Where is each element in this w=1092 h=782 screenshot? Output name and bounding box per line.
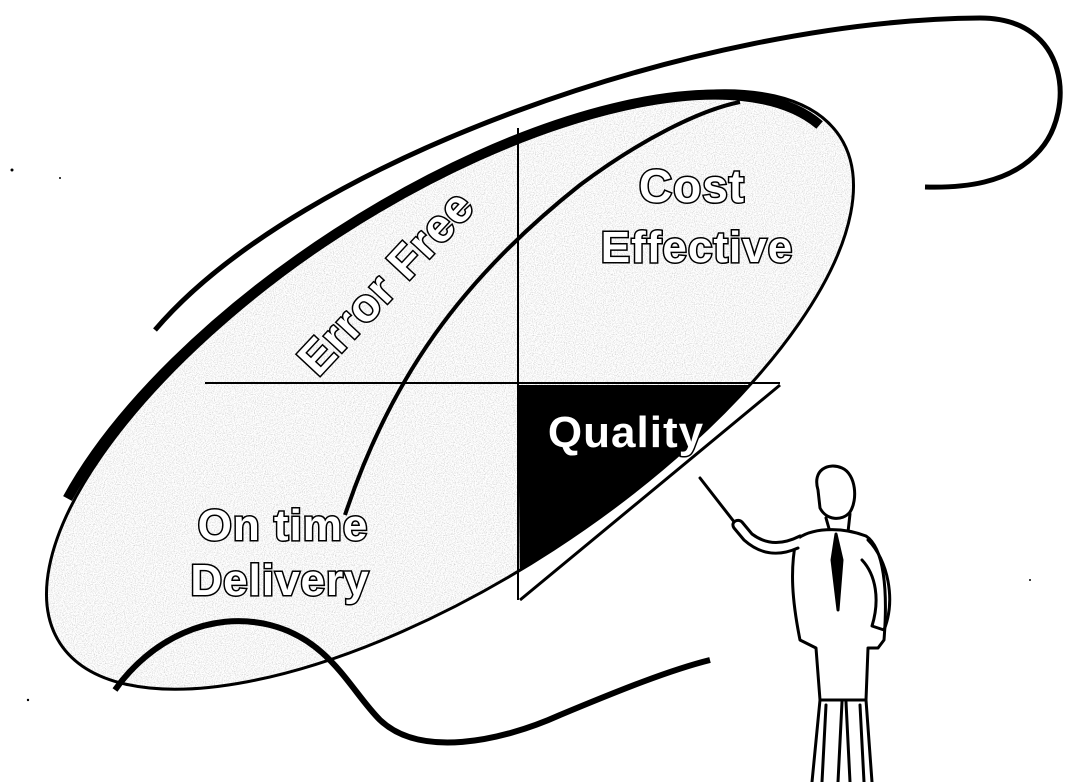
label-quality: Quality [548,408,704,457]
presenter-figure [700,466,890,782]
presenter-head [817,466,855,518]
label-on-time-line2: Delivery [190,556,369,605]
presenter-arm [733,520,800,553]
label-on-time-line1: On time [198,501,369,550]
label-cost-effective-line2: Effective [601,223,793,272]
presenter-legs [812,700,872,782]
label-cost-effective-line1: Cost [639,160,745,212]
